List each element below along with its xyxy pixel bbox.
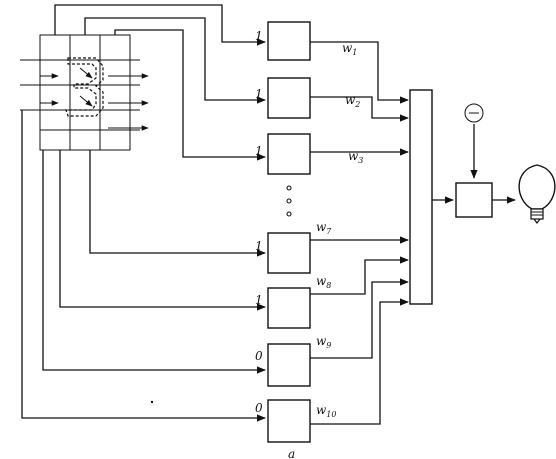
- grid-frame: [39, 34, 131, 151]
- threshold-unit: [455, 182, 493, 218]
- neuron-9-input: 0: [255, 349, 263, 363]
- neuron-7: 1 w7: [255, 220, 332, 274]
- weight-7-label: w7: [316, 220, 332, 236]
- weight-9-label: w9: [316, 334, 331, 350]
- weight-2-label: w2: [345, 93, 360, 109]
- weight-3-label: w3: [348, 149, 363, 165]
- summing-unit: [409, 89, 433, 305]
- neuron-2: 1 w2: [255, 77, 360, 119]
- weight-10-label: w10: [316, 403, 336, 419]
- neuron-10-input: 0: [255, 401, 263, 415]
- neuron-2-input: 1: [255, 87, 263, 101]
- input-grid: [20, 34, 149, 151]
- minus-symbol-icon: [464, 103, 484, 123]
- neuron-9: 0 w9: [255, 334, 331, 387]
- weight-1-label: w1: [342, 41, 357, 57]
- weight-8-label: w8: [316, 274, 331, 290]
- ellipsis-dots: [286, 185, 292, 217]
- figure-mark: a: [288, 447, 295, 459]
- neuron-1-input: 1: [255, 29, 263, 43]
- neuron-7-input: 1: [255, 239, 263, 253]
- neuron-3: 1 w3: [255, 133, 363, 175]
- neuron-8: 1 w8: [255, 274, 331, 329]
- neuron-3-input: 1: [255, 144, 263, 158]
- digit-three-shape: [65, 57, 104, 117]
- input-wires: [21, 4, 266, 422]
- lightbulb-icon: [518, 164, 556, 224]
- neuron-8-input: 1: [255, 293, 263, 307]
- neuron-10: 0 w10: [255, 399, 336, 443]
- threshold-block: [432, 103, 516, 218]
- neuron-1: 1 w1: [255, 21, 357, 61]
- output-wires: [310, 41, 409, 425]
